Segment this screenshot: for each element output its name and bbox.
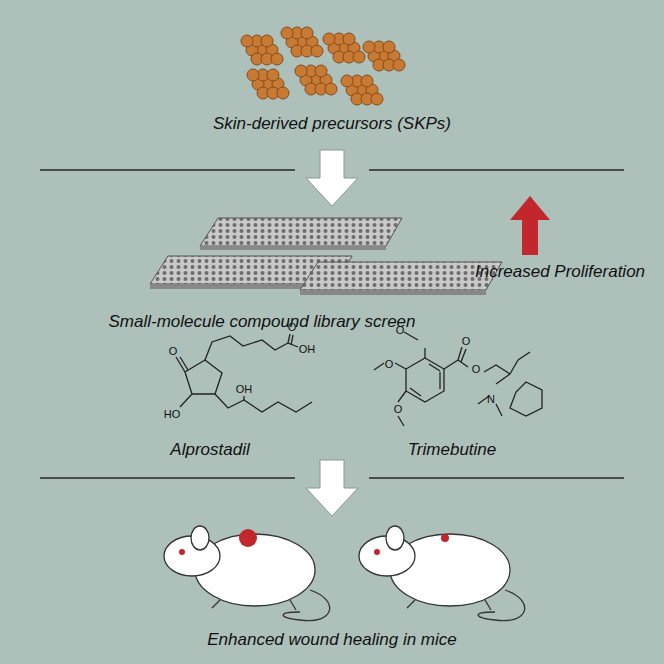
atom-label: O xyxy=(396,324,405,336)
cell xyxy=(241,35,253,47)
cell xyxy=(281,27,293,39)
caption-text: Skin-derived precursors (SKPs) xyxy=(213,115,451,134)
well-plates xyxy=(150,218,502,295)
compound-name: Alprostadil xyxy=(170,441,249,460)
cell xyxy=(363,41,375,53)
atom-label: OH xyxy=(236,383,253,395)
atom-label: O xyxy=(288,321,297,333)
caption-text: Increased Proliferation xyxy=(475,263,645,282)
cell xyxy=(311,45,323,57)
cell xyxy=(295,65,307,77)
divider-line xyxy=(369,477,624,479)
cell xyxy=(353,51,365,63)
cell xyxy=(383,41,395,53)
atom-label: O xyxy=(472,363,481,375)
atom-label: O xyxy=(462,335,471,347)
alprostadil-structure xyxy=(176,334,312,412)
cell xyxy=(277,87,289,99)
skp-spheres xyxy=(241,27,405,105)
caption-text: Enhanced wound healing in mice xyxy=(207,631,457,650)
divider-line xyxy=(369,169,624,171)
cell xyxy=(315,65,327,77)
cell xyxy=(301,27,313,39)
compound-name: Trimebutine xyxy=(408,441,497,460)
atom-label: HO xyxy=(164,408,181,420)
cell xyxy=(271,53,283,65)
cell xyxy=(267,69,279,81)
atom-label: O xyxy=(394,403,403,415)
flow-arrow xyxy=(306,460,358,516)
cell xyxy=(247,69,259,81)
divider-line xyxy=(40,477,295,479)
cell xyxy=(261,35,273,47)
flow-arrow xyxy=(306,150,358,206)
trimebutine-structure xyxy=(374,332,542,426)
cell xyxy=(341,75,353,87)
divider-line xyxy=(40,169,295,171)
cell xyxy=(393,59,405,71)
mouse-left xyxy=(164,526,330,621)
cell xyxy=(371,93,383,105)
caption-text: Small-molecule compound library screen xyxy=(108,313,415,332)
increase-arrow xyxy=(510,196,550,255)
cell xyxy=(323,33,335,45)
cell xyxy=(325,83,337,95)
cell xyxy=(343,33,355,45)
atom-label: N xyxy=(487,393,495,405)
mouse-right xyxy=(359,526,525,621)
atom-label: O xyxy=(385,358,394,370)
atom-label: O xyxy=(169,345,178,357)
atom-label: OH xyxy=(299,343,316,355)
cell xyxy=(361,75,373,87)
